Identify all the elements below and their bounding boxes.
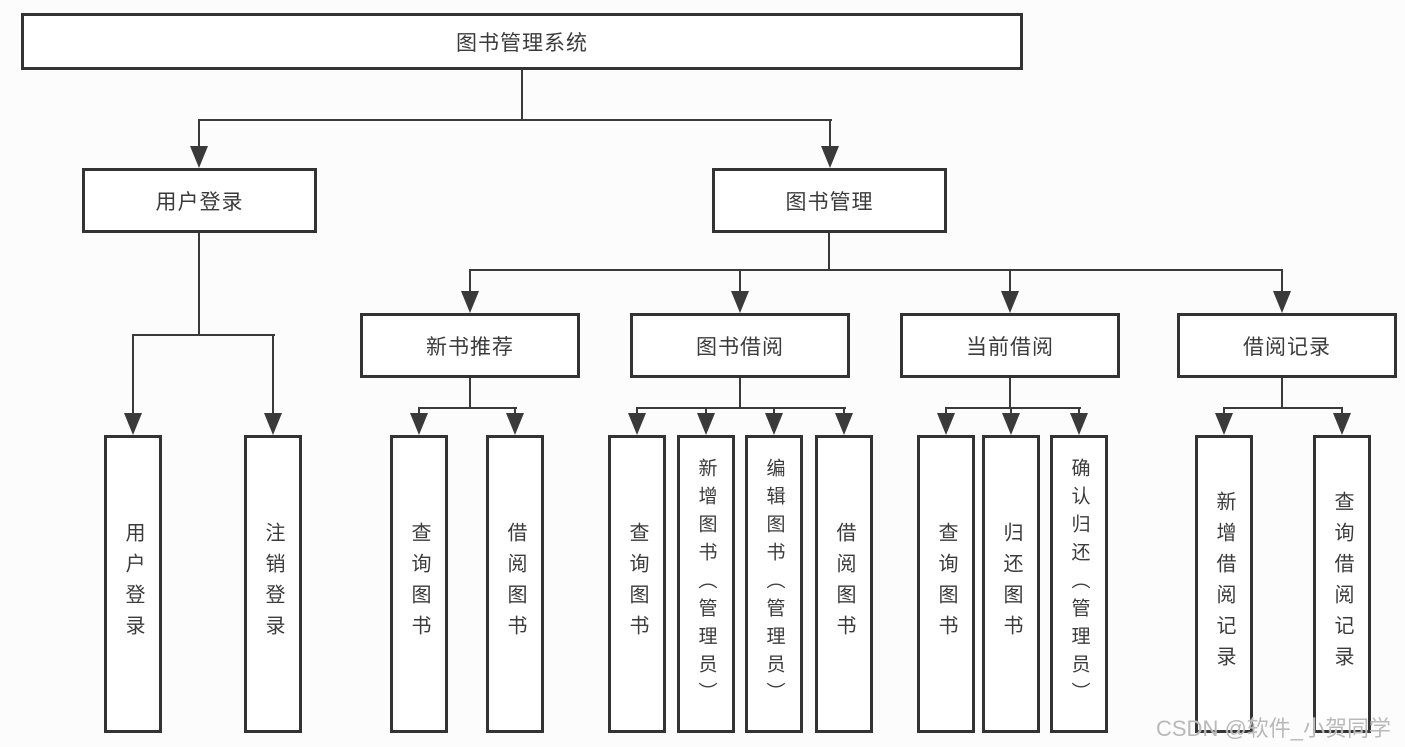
node-borrowing-records: 借阅记录 [1177,313,1397,378]
arrow-down-icon [1273,291,1291,313]
arrow-down-icon [937,413,955,435]
leaf-label: 查询借阅记录 [1331,491,1353,677]
connector-stem [469,269,471,295]
arrow-down-icon [461,291,479,313]
arrow-down-icon [765,413,783,435]
leaf-label: 新增借阅记录 [1213,491,1235,677]
arrow-down-icon [264,413,282,435]
leaf-label: 确认归还（管理员） [1068,458,1090,710]
arrow-down-icon [697,413,715,435]
connector-stem [1281,378,1283,409]
connector-crossbar [636,407,846,409]
connector-stem [272,334,274,419]
node-user-login: 用户登录 [82,168,317,233]
leaf-query-books-borrow: 查询图书 [608,435,666,733]
connector-root-stem [521,68,523,120]
leaf-label: 借阅图书 [833,522,855,646]
connector-crossbar [132,334,275,336]
node-book-management: 图书管理 [712,168,947,233]
node-label: 新书推荐 [426,335,514,359]
node-label: 当前借阅 [966,335,1054,359]
leaf-logout: 注销登录 [244,435,302,733]
arrow-down-icon [1215,413,1233,435]
leaf-label: 查询图书 [935,522,957,646]
arrow-down-icon [821,146,839,168]
leaf-query-books-current: 查询图书 [917,435,975,733]
leaf-borrow-books-recommend: 借阅图书 [486,435,544,733]
leaf-query-books-recommend: 查询图书 [390,435,448,733]
node-new-book-recommendation: 新书推荐 [360,313,580,378]
node-label: 图书管理 [785,190,874,214]
connector-crossbar [945,407,1081,409]
connector-stem [198,119,200,151]
leaf-label: 查询图书 [626,522,648,646]
leaf-add-books-admin: 新增图书（管理员） [677,435,735,733]
connector-stem [1009,378,1011,409]
leaf-edit-books-admin: 编辑图书（管理员） [745,435,803,733]
arrow-down-icon [835,413,853,435]
leaf-confirm-return-admin: 确认归还（管理员） [1050,435,1108,733]
leaf-query-borrow-record: 查询借阅记录 [1313,435,1371,733]
node-library-management-system: 图书管理系统 [21,13,1023,70]
arrow-down-icon [1001,291,1019,313]
connector-stem [1009,269,1011,295]
leaf-label: 用户登录 [122,522,144,646]
arrow-down-icon [506,413,524,435]
connector-crossbar [418,407,517,409]
connector-stem [828,233,830,271]
connector-stem [469,378,471,409]
node-label: 借阅记录 [1243,335,1331,359]
connector-stem [198,233,200,336]
leaf-user-login: 用户登录 [104,435,162,733]
arrow-down-icon [124,413,142,435]
connector-stem [739,378,741,409]
connector-stem [739,269,741,295]
leaf-label: 注销登录 [262,522,284,646]
arrow-down-icon [410,413,428,435]
node-label: 图书借阅 [696,335,784,359]
connector-stem [829,119,831,151]
node-label: 图书管理系统 [456,31,588,55]
connector-root-crossbar [198,119,832,121]
arrow-down-icon [1002,413,1020,435]
connector-crossbar [1223,407,1343,409]
leaf-label: 编辑图书（管理员） [763,458,785,710]
arrow-down-icon [731,291,749,313]
leaf-return-books: 归还图书 [982,435,1040,733]
connector-stem [1281,269,1283,295]
leaf-add-borrow-record: 新增借阅记录 [1195,435,1253,733]
leaf-label: 归还图书 [1000,522,1022,646]
node-current-borrowing: 当前借阅 [900,313,1120,378]
node-book-borrowing: 图书借阅 [630,313,850,378]
leaf-label: 新增图书（管理员） [695,458,717,710]
connector-crossbar [469,269,1283,271]
csdn-watermark: CSDN @软件_小贺同学 [1156,716,1392,741]
node-label: 用户登录 [155,190,244,214]
arrow-down-icon [628,413,646,435]
leaf-borrow-books: 借阅图书 [815,435,873,733]
leaf-label: 查询图书 [408,522,430,646]
connector-stem [132,334,134,419]
arrow-down-icon [1070,413,1088,435]
arrow-down-icon [1333,413,1351,435]
arrow-down-icon [190,146,208,168]
leaf-label: 借阅图书 [504,522,526,646]
